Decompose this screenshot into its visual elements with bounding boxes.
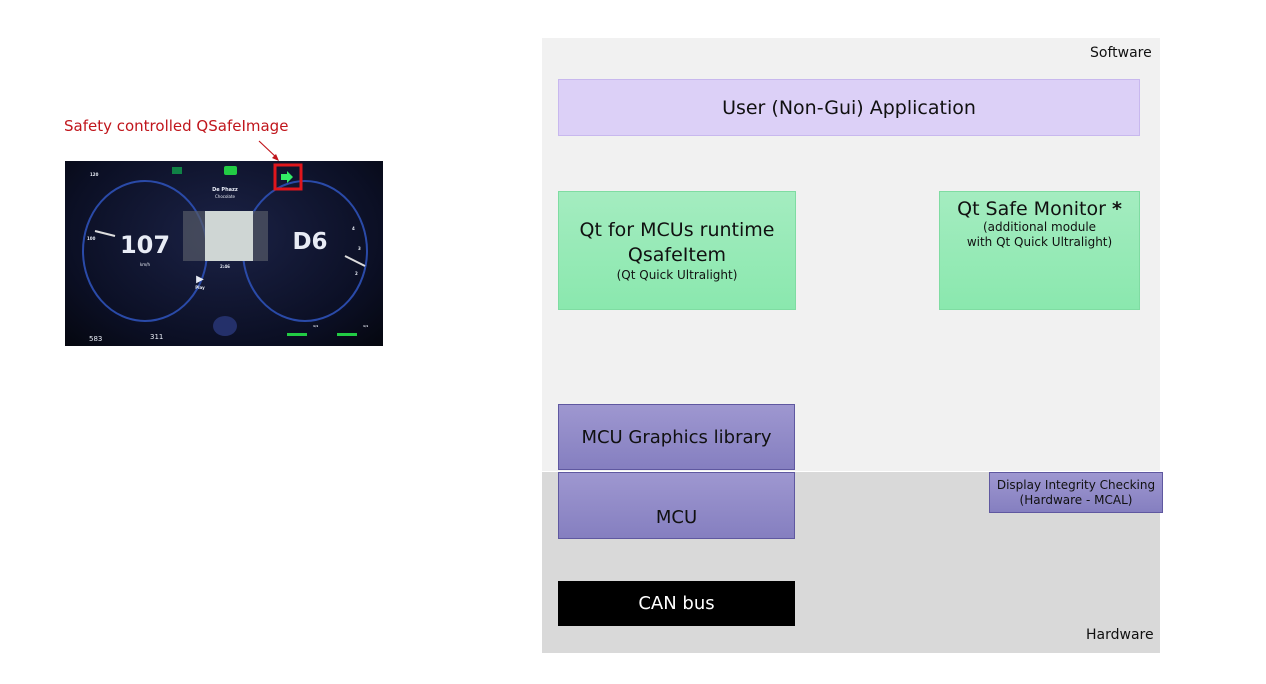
box-title: Qt Safe Monitor	[957, 198, 1106, 220]
display-integrity-box: Display Integrity Checking (Hardware - M…	[989, 472, 1163, 513]
tick: 120	[90, 172, 99, 177]
box-note: (Qt Quick Ultralight)	[616, 268, 738, 282]
box-note: (Hardware - MCAL)	[1019, 492, 1133, 507]
tick: 100	[87, 236, 96, 241]
box-note: with Qt Quick Ultralight)	[966, 235, 1113, 249]
box-title: Display Integrity Checking	[996, 477, 1156, 492]
hardware-label: Hardware	[1086, 627, 1154, 643]
odometer: 583	[89, 335, 103, 343]
asterisk-mark: *	[1111, 198, 1122, 220]
box-title: Qt for MCUs runtime	[579, 219, 775, 241]
tick: 3	[358, 246, 361, 251]
play-icon: ▶	[196, 274, 204, 285]
gear: D6	[292, 229, 328, 255]
artist: De Phazz	[212, 187, 238, 193]
battery-level: 1/1	[363, 324, 369, 328]
dashboard-image: De Phazz Chocolate 120 100 107 km/h D6 4…	[65, 161, 383, 346]
software-label: Software	[1090, 45, 1152, 61]
mcu-graphics-library-box: MCU Graphics library	[558, 404, 795, 470]
box-label: MCU	[655, 507, 698, 528]
speed: 107	[119, 231, 171, 259]
box-label: CAN bus	[638, 593, 715, 614]
safety-caption: Safety controlled QSafeImage	[64, 117, 289, 135]
arrow-annotation	[258, 140, 279, 161]
box-label: MCU Graphics library	[581, 426, 772, 448]
mcu-box: MCU	[558, 472, 795, 539]
play-label: Play	[195, 285, 205, 290]
tick: 2	[355, 271, 358, 276]
qt-mcu-runtime-box: Qt for MCUs runtime QsafeItem (Qt Quick …	[558, 191, 796, 310]
user-application-box: User (Non-Gui) Application	[558, 79, 1140, 136]
speed-unit: km/h	[139, 262, 151, 267]
can-bus-box: CAN bus	[558, 581, 795, 626]
track-time: 2:46	[220, 264, 230, 269]
tick: 4	[352, 226, 355, 231]
box-note: (additional module	[982, 220, 1097, 234]
box-subtitle: QsafeItem	[627, 244, 727, 266]
track: Chocolate	[214, 194, 235, 199]
trip: 311	[150, 333, 164, 341]
box-label: User (Non-Gui) Application	[722, 96, 976, 119]
qt-safe-monitor-box: Qt Safe Monitor * (additional module wit…	[939, 191, 1140, 310]
fuel-level: 1/1	[313, 324, 319, 328]
